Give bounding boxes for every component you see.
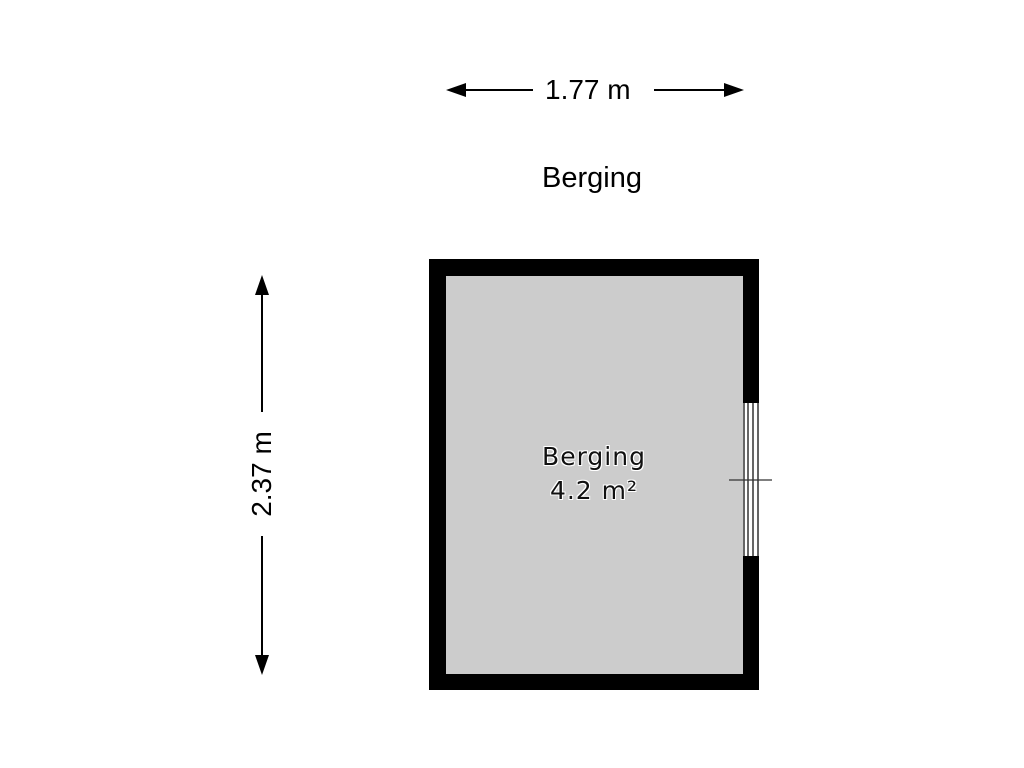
height-dimension-arrow xyxy=(255,275,269,675)
room-area: 4.2 m² xyxy=(549,476,639,505)
room-walls xyxy=(429,259,759,690)
room-label: Berging 4.2 m² xyxy=(494,440,694,508)
width-dimension-label: 1.77 m xyxy=(535,76,641,104)
height-dimension-label: 2.37 m xyxy=(246,421,277,527)
window-icon xyxy=(729,403,772,556)
plan-title: Berging xyxy=(542,162,642,194)
room-name: Berging xyxy=(542,442,646,471)
room-floor xyxy=(446,276,743,674)
width-dimension-arrow xyxy=(446,83,744,97)
